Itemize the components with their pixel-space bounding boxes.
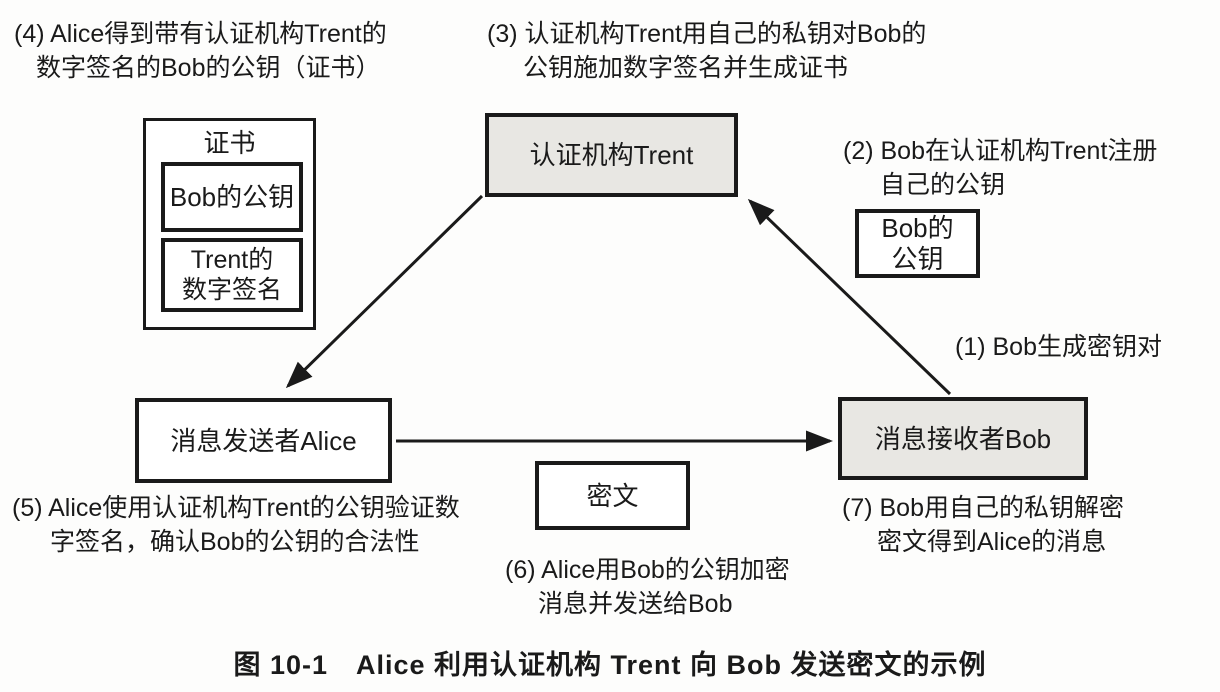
annotation-step-5-line2: 字签名，确认Bob的公钥的合法性 <box>50 528 420 556</box>
trent-ca-label: 认证机构Trent <box>529 140 694 170</box>
annotation-step-7: (7) Bob用自己的私钥解密 密文得到Alice的消息 <box>842 491 1124 559</box>
annotation-step-2-line2: 自己的公钥 <box>880 171 1006 199</box>
bob-public-key-box: Bob的 公钥 <box>855 209 980 278</box>
trent-ca-box: 认证机构Trent <box>485 113 738 197</box>
annotation-step-1: (1) Bob生成密钥对 <box>955 330 1162 364</box>
annotation-step-3-line2: 公钥施加数字签名并生成证书 <box>523 54 849 82</box>
annotation-step-6-line2: 消息并发送给Bob <box>538 590 733 618</box>
ciphertext-label: 密文 <box>586 480 639 511</box>
arrow-trent-to-alice <box>285 194 484 389</box>
bob-receiver-box: 消息接收者Bob <box>838 397 1088 480</box>
annotation-step-4-line1: (4) Alice得到带有认证机构Trent的 <box>14 20 387 48</box>
annotation-step-2: (2) Bob在认证机构Trent注册 自己的公钥 <box>843 134 1157 202</box>
annotation-step-3: (3) 认证机构Trent用自己的私钥对Bob的 公钥施加数字签名并生成证书 <box>487 17 926 85</box>
annotation-step-5: (5) Alice使用认证机构Trent的公钥验证数 字签名，确认Bob的公钥的… <box>12 491 460 559</box>
figure-caption: 图 10-1 Alice 利用认证机构 Trent 向 Bob 发送密文的示例 <box>233 650 987 680</box>
annotation-step-3-line1: (3) 认证机构Trent用自己的私钥对Bob的 <box>487 20 927 48</box>
annotation-step-6: (6) Alice用Bob的公钥加密 消息并发送给Bob <box>505 553 790 621</box>
annotation-step-7-line1: (7) Bob用自己的私钥解密 <box>842 494 1124 522</box>
bob-receiver-label: 消息接收者Bob <box>874 423 1052 454</box>
certificate-bob-public-key-box: Bob的公钥 <box>161 162 303 232</box>
bob-public-key-line2: 公钥 <box>891 243 944 274</box>
bob-public-key-line1: Bob的 <box>881 212 954 243</box>
annotation-step-1-line1: (1) Bob生成密钥对 <box>955 333 1162 361</box>
annotation-step-5-line1: (5) Alice使用认证机构Trent的公钥验证数 <box>12 494 460 522</box>
annotation-step-6-line1: (6) Alice用Bob的公钥加密 <box>505 556 790 584</box>
annotation-step-2-line1: (2) Bob在认证机构Trent注册 <box>843 137 1158 165</box>
certificate-title: 证书 <box>203 128 256 158</box>
alice-sender-box: 消息发送者Alice <box>135 398 392 483</box>
certificate-bob-public-key-label: Bob的公钥 <box>169 182 295 212</box>
annotation-step-7-line2: 密文得到Alice的消息 <box>877 528 1107 556</box>
annotation-step-4: (4) Alice得到带有认证机构Trent的 数字签名的Bob的公钥（证书） <box>14 17 387 85</box>
certificate-trent-signature-line2: 数字签名 <box>181 276 282 304</box>
annotation-step-4-line2: 数字签名的Bob的公钥（证书） <box>36 54 381 82</box>
alice-sender-label: 消息发送者Alice <box>170 425 357 456</box>
certificate-box: 证书 Bob的公钥 Trent的 数字签名 <box>143 118 316 330</box>
certificate-trent-signature-box: Trent的 数字签名 <box>161 238 303 312</box>
certificate-trent-signature-line1: Trent的 <box>190 246 274 274</box>
ciphertext-box: 密文 <box>535 461 690 530</box>
